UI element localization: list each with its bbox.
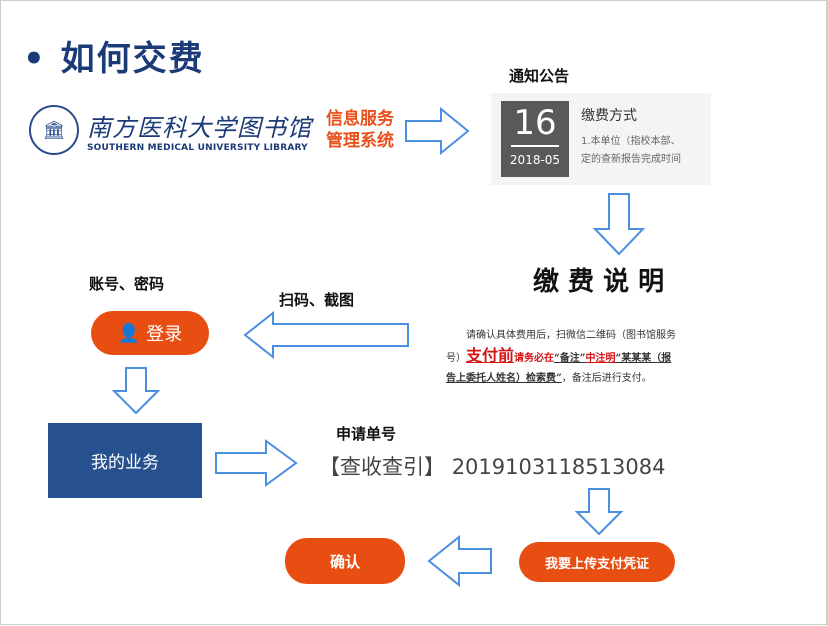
payment-instructions: 请确认具体费用后，扫微信二维码（图书馆服务号）支付前请务必在“备注”中注明“某某… xyxy=(446,330,676,384)
page-title: • 如何交费 xyxy=(23,39,205,79)
arrow-down-icon xyxy=(111,367,161,415)
arrow-right-icon xyxy=(405,106,470,156)
notice-line: 定的查新报告完成时间 xyxy=(581,154,681,165)
library-name-en: SOUTHERN MEDICAL UNIVERSITY LIBRARY xyxy=(87,142,308,153)
order-number: 【查收查引】 201910311851308​4 xyxy=(319,455,666,479)
login-button[interactable]: 👤 登录 xyxy=(91,311,209,355)
apply-no-label: 申请单号 xyxy=(336,425,397,443)
arrow-left-icon xyxy=(243,310,409,360)
upload-payment-proof-button[interactable]: 我要上传支付凭证 xyxy=(519,542,675,582)
notice-heading: 通知公告 xyxy=(509,67,570,85)
user-icon: 👤 xyxy=(117,322,141,344)
confirm-button[interactable]: 确认 xyxy=(285,538,405,584)
arrow-down-icon xyxy=(574,488,624,536)
arrow-right-icon xyxy=(215,439,298,487)
scan-label: 扫码、截图 xyxy=(279,291,355,309)
library-seal-icon: 🏛 xyxy=(29,105,79,155)
system-name: 信息服务 管理系统 xyxy=(326,109,394,151)
arrow-left-icon xyxy=(427,534,492,588)
notice-title[interactable]: 缴费方式 xyxy=(581,108,637,124)
notice-line: 1.本单位（指校本部、 xyxy=(581,136,681,147)
date-badge: 16 2018-05 xyxy=(501,101,569,177)
payment-heading: 缴 费 说 明 xyxy=(533,267,665,297)
arrow-down-icon xyxy=(592,193,646,256)
my-business-button[interactable]: 我的业务 xyxy=(48,423,202,498)
library-name-cn: 南方医科大学图书馆 xyxy=(87,113,312,142)
notice-card[interactable]: 16 2018-05 缴费方式 1.本单位（指校本部、 定的查新报告完成时间 xyxy=(491,93,711,185)
account-label: 账号、密码 xyxy=(89,275,165,293)
library-logo: 🏛 南方医科大学图书馆 SOUTHERN MEDICAL UNIVERSITY … xyxy=(29,105,394,155)
